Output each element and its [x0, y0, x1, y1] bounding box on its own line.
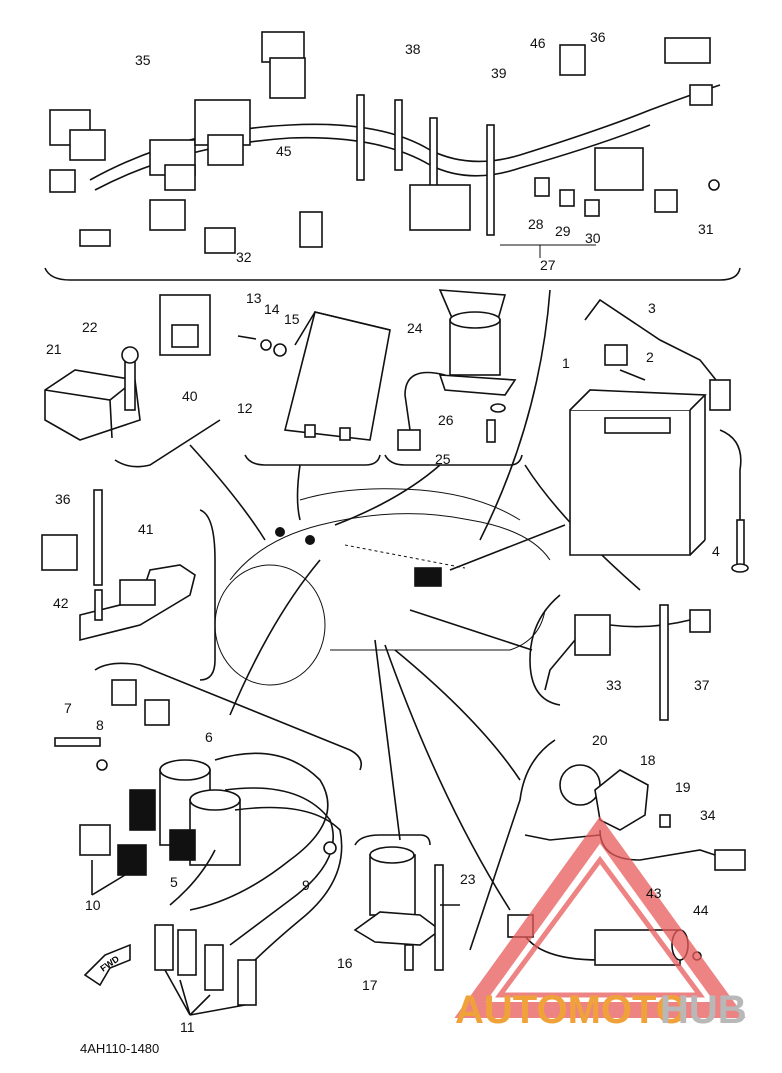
callout-40: 40 [182, 388, 198, 404]
callout-38: 38 [405, 41, 421, 57]
callout-24: 24 [407, 320, 423, 336]
watermark-brand-part-a: AUTOMOTO [455, 988, 687, 1032]
callout-10: 10 [85, 897, 101, 913]
callout-16: 16 [337, 955, 353, 971]
left-middle-group [44, 294, 221, 468]
callout-6: 6 [205, 729, 213, 745]
callout-2: 2 [646, 349, 654, 365]
callout-14: 14 [264, 301, 280, 317]
callout-3: 3 [648, 300, 656, 316]
ignition-coil-group [54, 662, 363, 1016]
callout-35: 35 [135, 52, 151, 68]
ignition-switch-group [384, 289, 523, 466]
callout-42: 42 [53, 595, 69, 611]
callout-34: 34 [700, 807, 716, 823]
callout-43: 43 [646, 885, 662, 901]
callout-13: 13 [246, 290, 262, 306]
callout-11: 11 [180, 1019, 195, 1035]
callout-23: 23 [460, 871, 476, 887]
callout-22: 22 [82, 319, 98, 335]
callout-33: 33 [606, 677, 622, 693]
callout-46: 46 [530, 35, 546, 51]
callout-21: 21 [46, 341, 62, 357]
callout-9: 9 [302, 877, 310, 893]
callout-36-bracket: 36 [55, 491, 71, 507]
callout-12: 12 [237, 400, 253, 416]
callout-labels: 1 2 3 4 5 6 7 8 9 10 11 12 13 14 15 16 1… [46, 29, 720, 1035]
callout-17: 17 [362, 977, 378, 993]
callout-30: 30 [585, 230, 601, 246]
callout-7: 7 [64, 700, 72, 716]
callout-26: 26 [438, 412, 454, 428]
callout-8: 8 [96, 717, 104, 733]
callout-18: 18 [640, 752, 656, 768]
callout-45: 45 [276, 143, 292, 159]
callout-41: 41 [138, 521, 154, 537]
watermark-brand-part-b: HUB [660, 988, 747, 1032]
callout-1: 1 [562, 355, 570, 371]
sensor-group [353, 834, 460, 971]
callout-44: 44 [693, 902, 709, 918]
callout-32: 32 [236, 249, 252, 265]
bracket-group [41, 489, 216, 681]
callout-15: 15 [284, 311, 300, 327]
callout-29: 29 [555, 223, 571, 239]
motorcycle-outline [214, 488, 551, 686]
callout-5: 5 [170, 874, 178, 890]
callout-36-harness: 36 [590, 29, 606, 45]
callout-25: 25 [435, 451, 451, 467]
callout-31: 31 [698, 221, 714, 237]
callout-37: 37 [694, 677, 710, 693]
wire-harness-group [44, 31, 741, 281]
diagram-part-number: 4AH110-1480 [80, 1041, 159, 1056]
callout-28: 28 [528, 216, 544, 232]
callout-20: 20 [592, 732, 608, 748]
battery-group [524, 298, 749, 591]
warning-triangle-icon [454, 816, 746, 1018]
ecu-group [237, 311, 391, 466]
callout-39: 39 [491, 65, 507, 81]
leader-lines [189, 289, 566, 911]
callout-19: 19 [675, 779, 691, 795]
callout-4: 4 [712, 543, 720, 559]
callout-27: 27 [540, 257, 556, 273]
